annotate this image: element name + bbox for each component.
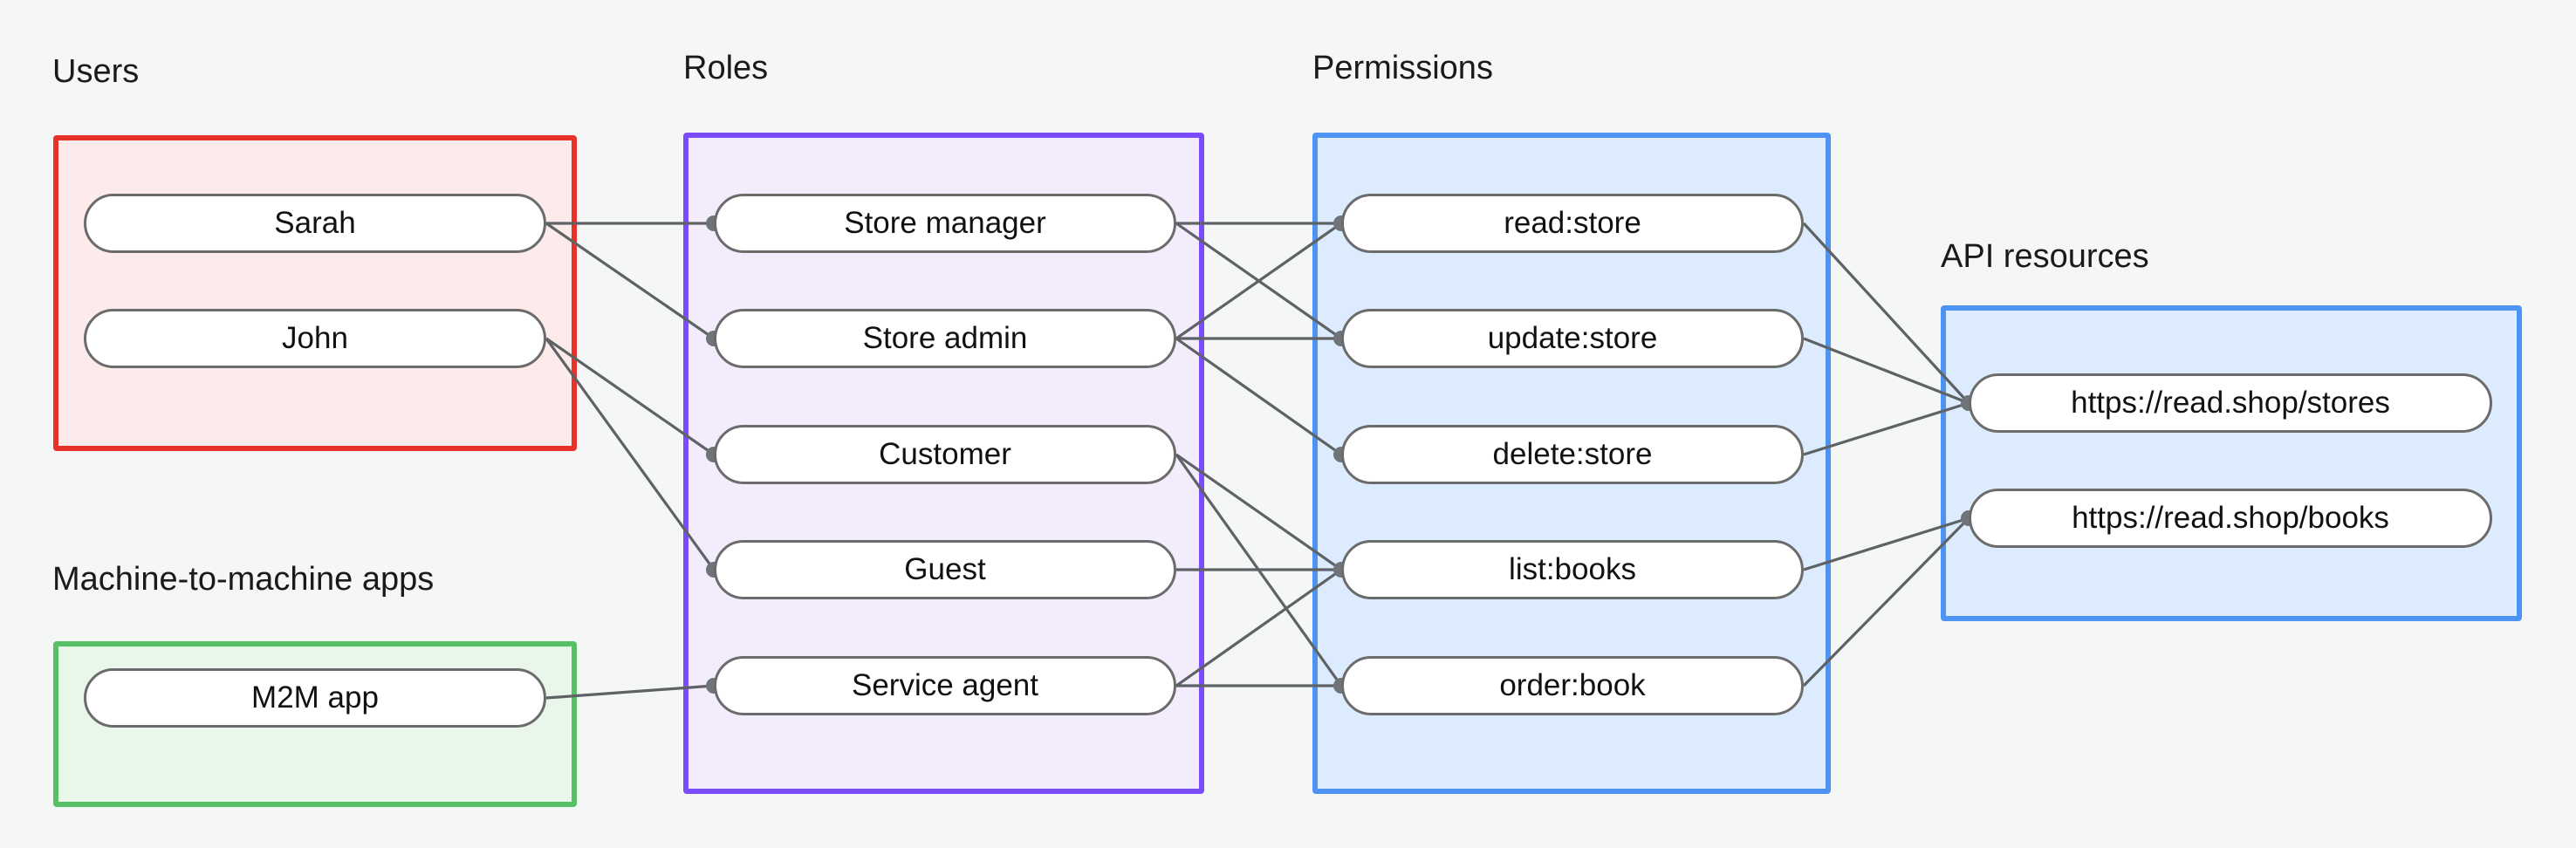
group-label-m2m: Machine-to-machine apps bbox=[52, 561, 435, 598]
node-sarah[interactable]: Sarah bbox=[84, 194, 546, 253]
node-label-res_stores: https://read.shop/stores bbox=[2071, 386, 2390, 420]
node-list_books[interactable]: list:books bbox=[1341, 540, 1804, 599]
node-m2m_app[interactable]: M2M app bbox=[84, 668, 546, 728]
group-label-api_resources: API resources bbox=[1941, 238, 2149, 275]
node-label-order_book: order:book bbox=[1499, 668, 1646, 702]
node-order_book[interactable]: order:book bbox=[1341, 656, 1804, 715]
node-read_store[interactable]: read:store bbox=[1341, 194, 1804, 253]
group-box-users bbox=[53, 135, 577, 451]
node-label-m2m_app: M2M app bbox=[251, 680, 379, 715]
node-service_agent[interactable]: Service agent bbox=[714, 656, 1176, 715]
node-label-service_agent: Service agent bbox=[851, 668, 1039, 702]
node-update_store[interactable]: update:store bbox=[1341, 309, 1804, 368]
group-label-users: Users bbox=[52, 53, 140, 90]
node-label-list_books: list:books bbox=[1509, 552, 1636, 586]
node-res_stores[interactable]: https://read.shop/stores bbox=[1969, 373, 2492, 433]
node-john[interactable]: John bbox=[84, 309, 546, 368]
node-label-read_store: read:store bbox=[1504, 206, 1641, 240]
node-label-guest: Guest bbox=[904, 552, 986, 586]
node-label-sarah: Sarah bbox=[274, 206, 356, 240]
group-label-roles: Roles bbox=[683, 50, 769, 86]
node-label-update_store: update:store bbox=[1487, 321, 1658, 355]
group-label-permissions: Permissions bbox=[1312, 50, 1493, 86]
node-delete_store[interactable]: delete:store bbox=[1341, 425, 1804, 484]
node-label-store_manager: Store manager bbox=[844, 206, 1046, 240]
node-label-delete_store: delete:store bbox=[1492, 437, 1653, 471]
node-label-customer: Customer bbox=[879, 437, 1011, 471]
node-label-res_books: https://read.shop/books bbox=[2072, 501, 2389, 535]
node-customer[interactable]: Customer bbox=[714, 425, 1176, 484]
node-store_manager[interactable]: Store manager bbox=[714, 194, 1176, 253]
node-store_admin[interactable]: Store admin bbox=[714, 309, 1176, 368]
group-box-api_resources bbox=[1941, 305, 2522, 621]
node-guest[interactable]: Guest bbox=[714, 540, 1176, 599]
node-label-store_admin: Store admin bbox=[862, 321, 1028, 355]
node-label-john: John bbox=[282, 321, 348, 355]
node-res_books[interactable]: https://read.shop/books bbox=[1969, 489, 2492, 548]
